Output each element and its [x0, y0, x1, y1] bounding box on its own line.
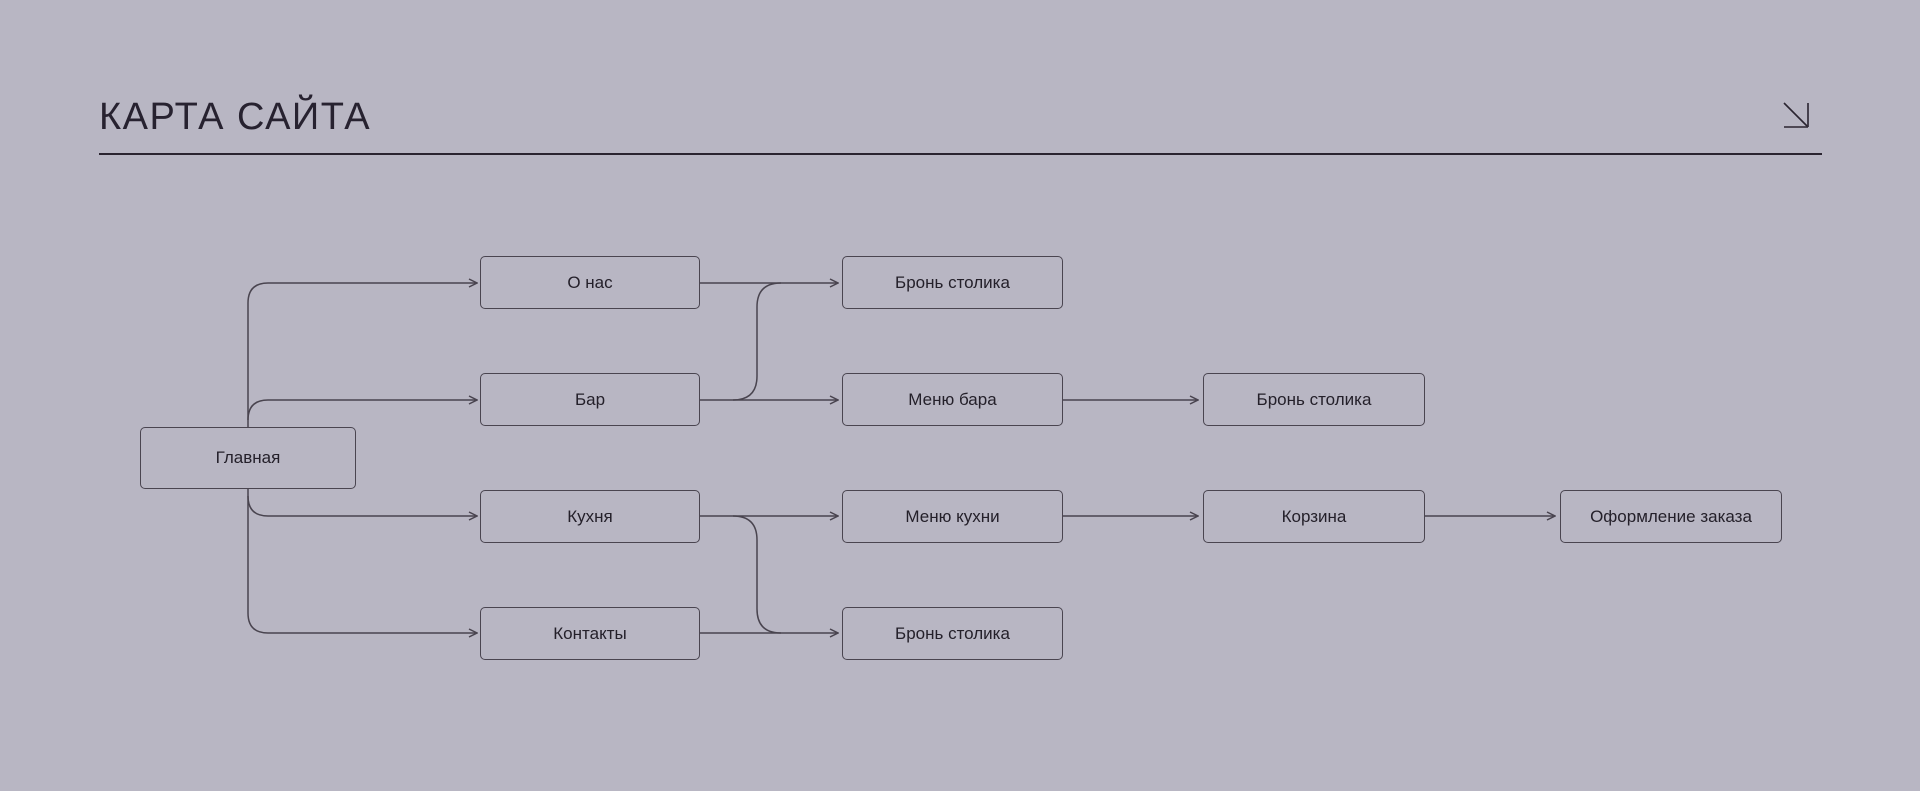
node-glavnaya: Главная — [140, 427, 356, 489]
title-underline — [99, 153, 1822, 155]
arrow-down-right-icon — [1783, 102, 1809, 128]
node-bar: Бар — [480, 373, 700, 426]
node-kontakty: Контакты — [480, 607, 700, 660]
edge-glavnaya-kuhnya — [247, 495, 477, 516]
node-bron-stolika-3: Бронь столика — [1203, 373, 1425, 426]
node-bron-stolika-2: Бронь столика — [842, 607, 1063, 660]
node-bron-stolika-1: Бронь столика — [842, 256, 1063, 309]
edge-glavnaya-kontakty — [247, 489, 477, 633]
node-kuhnya: Кухня — [480, 490, 700, 543]
node-menyu-bara: Меню бара — [842, 373, 1063, 426]
page-title: КАРТА САЙТА — [99, 96, 372, 138]
edge-bar-bron-stolika-1 — [732, 282, 782, 401]
node-menyu-kuhni: Меню кухни — [842, 490, 1063, 543]
edge-glavnaya-o-nas — [247, 283, 477, 427]
edge-kuhnya-bron-stolika-2 — [732, 515, 782, 634]
node-o-nas: О нас — [480, 256, 700, 309]
node-oformlenie-zakaza: Оформление заказа — [1560, 490, 1782, 543]
edge-glavnaya-bar — [247, 400, 477, 421]
node-korzina: Корзина — [1203, 490, 1425, 543]
